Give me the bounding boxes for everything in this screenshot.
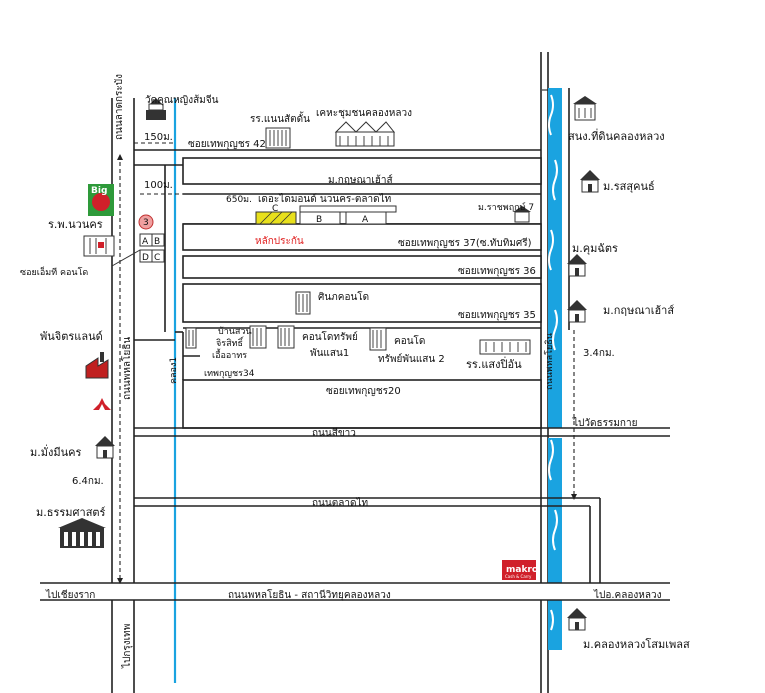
label-road-sichao: ถนนสีขาว [312,427,356,439]
label-soi-ait: ซอยเอ็มที คอนโด [20,265,88,278]
label-jirasit: จิรสิทธิ์ [216,336,245,349]
label-dist-150: 150ม. [144,132,173,143]
label-road-talad-thai: ถนนตลาดไท [312,497,368,509]
house-icon-rasasuk [580,170,600,193]
label-soi-20: ซอยเทพกุญชร20 [326,386,401,397]
label-to-khlong-luang: ไปอ.คลองหลวง [593,589,662,601]
makro-sub-text: Cash & Carry [505,574,532,579]
big-b-block-label: B [316,215,322,225]
right-canal [548,88,562,428]
label-sinthop: ศินภคอนโด [318,290,369,303]
house-icon-mangmi [95,436,115,459]
label-mu-krisana: ม.กฤษณาเฮ้าส์ [603,304,674,317]
label-soi-37: ซอยเทพกุญชร 37(ซ.ทับทิมศรี) [398,237,532,249]
label-land-office: สนง.ที่ดินคลองหลวง [568,128,665,143]
label-community-hall: เคหะชุมชนคลองหลวง [316,108,412,119]
big-a-block-label: A [362,215,369,225]
condo-icon-sinthop [295,291,311,315]
condo-icon-phan2 [369,327,387,351]
label-soi-35: ซอยเทพกุญชร 35 [458,310,536,321]
house-icon-khumjat [567,254,587,277]
label-condo-name: เดอะไดมอนด์ นวนคร-ตลาดไท [258,193,391,205]
house-icon-rajapruek [513,206,531,223]
big-c-logo: Big [88,184,114,216]
hospital-icon [83,235,115,257]
label-wat-thammakai: ไปวัดธรรมกาย [572,417,637,429]
label-ban-suan: บ้านสวน [218,326,252,337]
bldg-a-label: A [142,237,149,247]
label-soi-36: ซอยเทพกุญชร 36 [458,266,536,277]
label-condo: คอนโด [394,334,425,347]
big-c-block-label: C [272,204,278,214]
block-soi-20 [182,379,542,429]
makro-logo: makro Cash & Carry [502,560,538,580]
university-icon [58,518,106,548]
house-icon-sompel [567,608,587,631]
school-icon-saeng [479,339,531,355]
label-soi-34: เทพกุญชร34 [204,369,255,379]
label-school-saensanit: รร.แนนสัตดั้น [250,111,310,125]
bldg-b-label: B [154,237,160,247]
label-thammasat: ม.ธรรมศาสตร์ [36,506,106,519]
label-wat-khun-ying: วัดคุณหญิงส้มจีน [145,94,219,106]
label-main-road-right: ถนนพหลโยธิน [544,333,555,390]
makro-text: makro [506,565,538,575]
marker-3 [138,214,154,230]
label-dist-64: 6.4กม. [72,476,104,487]
label-rasasuk: ม.รสสุคนธ์ [603,180,655,193]
label-rajapruek: ม.ราชพฤกษ์ 7 [478,201,534,213]
block-krisana [182,157,542,185]
label-hospital: ร.พ.นวนคร [48,218,103,231]
label-eua-athorn: เอื้ออาทร [212,348,247,361]
office-icon [573,96,597,121]
community-hall-icon [334,121,396,147]
bldg-c-label: C [154,253,160,263]
label-khlong-luang-sompel: ม.คลองหลวงโสมเพลส [583,637,690,651]
label-lat-krabang: ถนนลาดกระบัง [114,74,125,140]
label-main-road-left: ถนนพหลโยธิน [120,337,133,400]
label-dist-34: 3.4กม. [583,348,615,359]
factory-icon [85,352,109,379]
label-to-chiang-rak: ไปเชียงราก [45,589,95,601]
label-dist-650: 650ม. [226,195,252,205]
label-khlong-1: คลอง1 [169,357,179,384]
label-condo-sap: คอนโดทรัพย์ [302,330,358,343]
label-sap-phan-saen2: ทรัพย์พันแสน 2 [378,353,445,365]
temple-icon [146,98,166,120]
big-c-text: Big [91,186,107,196]
label-soi-42: ซอยเทพกุญชร 42 [188,139,266,150]
label-mu-mangkorn: ม.มั่งมีนคร [30,444,81,459]
marker-3-label: 3 [143,218,149,228]
bldg-b [151,233,165,247]
block-soi-36 [182,255,542,279]
condo-icon-eua [185,327,197,349]
condo-icon-phan1 [249,325,295,349]
label-collateral: หลักประกัน [255,236,304,247]
label-krisana-site: ม.กฤษณาเฮ้าส์ [328,174,393,186]
school-icon [265,127,291,149]
house-icon-krisana [567,300,587,323]
bldg-c [151,249,165,263]
label-school-saeng: รร.แสงปิ่อัน [466,356,522,371]
label-to-krungthep: ไปกรุงเทพ [121,624,133,669]
label-road-bottom: ถนนพหลโยธิน - สถานีวิทยุคลองหลวง [228,588,391,601]
label-khumjat: ม.คุมฉัตร [572,242,618,255]
block-soi-35 [182,283,542,323]
bldg-d-label: D [142,253,149,263]
mitsubishi-icon [93,398,111,410]
label-dist-100: 100ม. [144,180,173,191]
label-phan-saen1: พันแสน1 [310,348,349,359]
label-phan-chit: พันจิตรแลนด์ [40,330,103,343]
right-canal-3 [548,600,562,650]
